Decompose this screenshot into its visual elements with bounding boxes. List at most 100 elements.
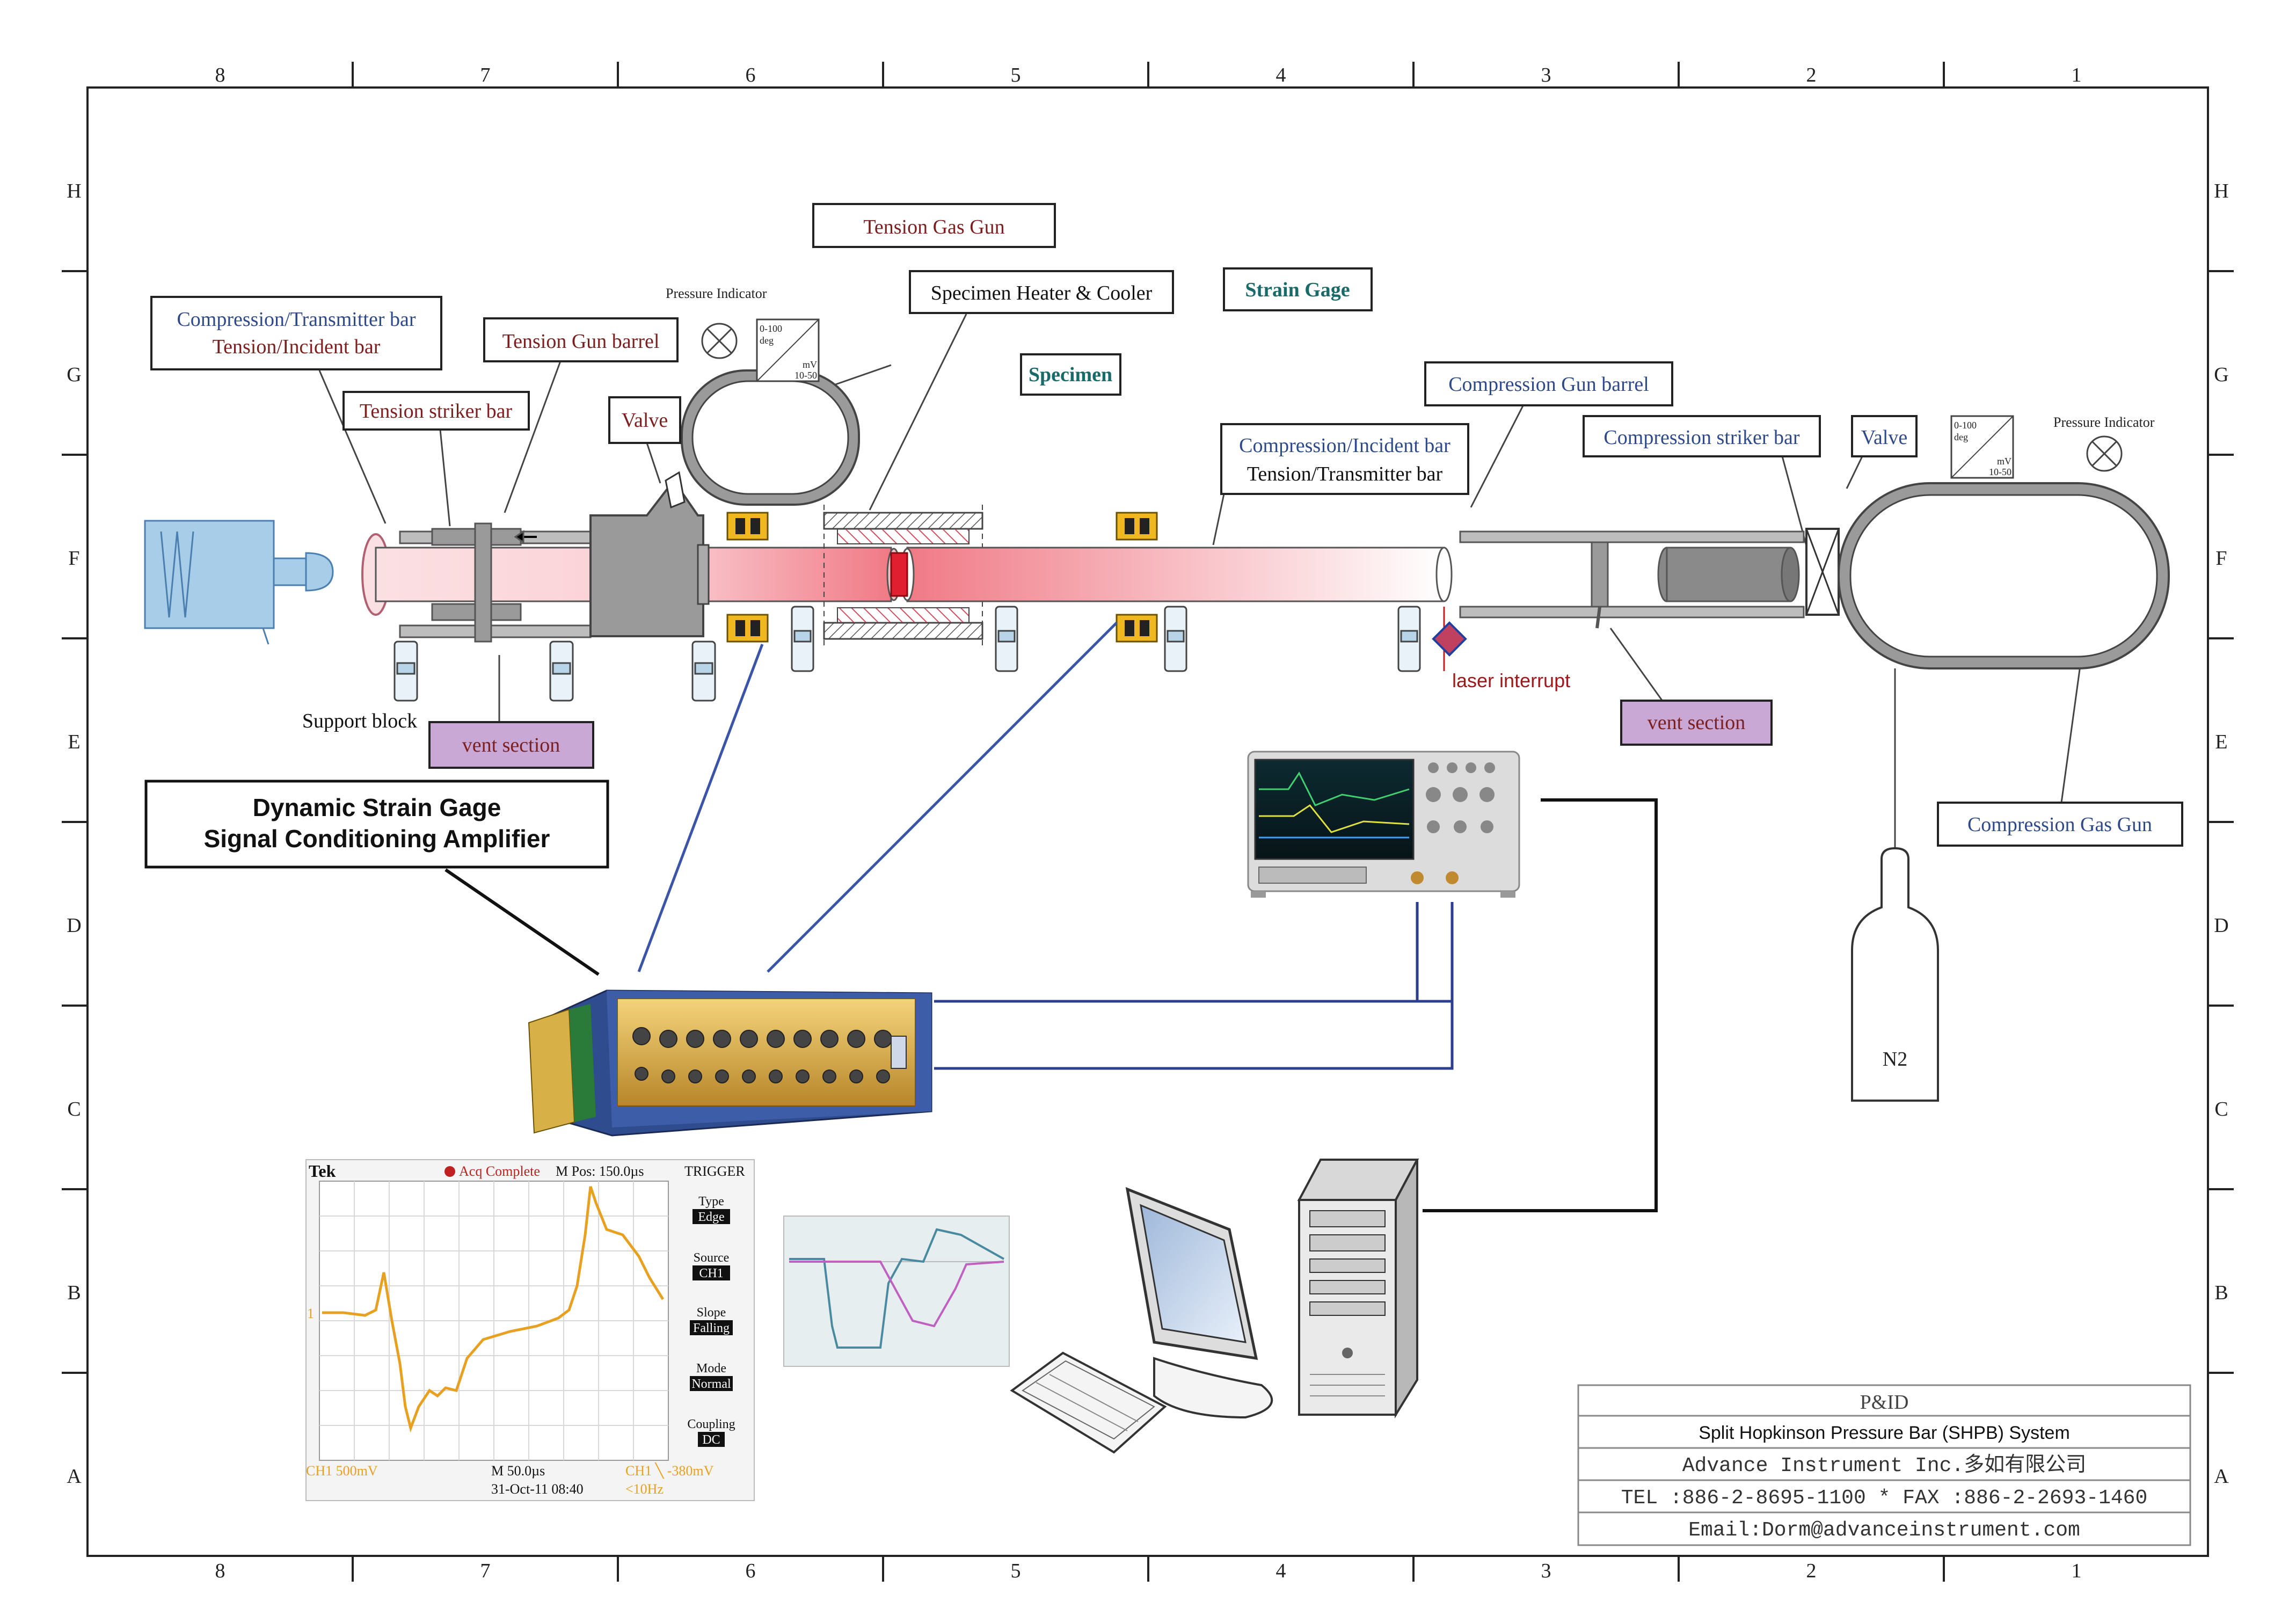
scope-trig-level: CH1 ╲ -380mV — [625, 1462, 714, 1479]
scope-menu-type-label: Type — [698, 1195, 724, 1209]
pressure-indicator-left-label: Pressure Indicator — [666, 286, 767, 301]
specimen-disc — [886, 548, 915, 601]
keyboard — [1010, 1351, 1167, 1454]
gauge-mv-left: mV — [803, 359, 817, 370]
scope-menu-slope-value: Falling — [693, 1321, 730, 1335]
col-label-top-2: 2 — [1806, 64, 1817, 86]
col-label-bottom-6: 6 — [746, 1560, 756, 1582]
scope-ch1-marker: 1 — [307, 1306, 314, 1321]
digital-oscilloscope — [1247, 751, 1520, 898]
support-blocks — [393, 606, 1421, 702]
support-block-4 — [791, 606, 814, 672]
gauge-range-left: 0-100 — [760, 323, 782, 334]
scope-menu-source-label: Source — [694, 1251, 730, 1265]
vent-boxes — [428, 700, 1773, 769]
valve-right-body — [1805, 528, 1840, 616]
col-label-top-7: 7 — [480, 64, 491, 86]
signal-conditioning-amplifier — [528, 989, 932, 1137]
col-label-bottom-3: 3 — [1541, 1560, 1551, 1582]
gauge-unit-right: deg — [1954, 432, 1968, 442]
row-label-right-g: G — [2214, 363, 2228, 386]
tension-incident-bar-label: Tension/Incident bar — [213, 336, 381, 358]
support-block-6 — [1164, 606, 1187, 672]
tower-pc — [1297, 1159, 1419, 1419]
monitor — [1125, 1187, 1273, 1419]
specimen-heater-cooler-label: Specimen Heater & Cooler — [931, 282, 1153, 304]
compression-gun-barrel-label: Compression Gun barrel — [1448, 373, 1649, 396]
scope-menu-source-value: CH1 — [699, 1267, 723, 1280]
strain-gage-4 — [1116, 614, 1158, 643]
tek-scope-capture: Tek Acq Complete M Pos: 150.0µs TRIGGER … — [305, 1159, 755, 1501]
support-block-7 — [1397, 606, 1421, 672]
compression-striker-bar-label: Compression striker bar — [1603, 426, 1800, 449]
drawing-frame: 8 7 6 5 4 3 2 1 8 7 6 5 4 3 2 1 H G F E … — [62, 62, 2234, 1582]
row-label-right-c: C — [2214, 1098, 2228, 1120]
bar-right-end — [1435, 547, 1453, 602]
pressure-indicator-right-label: Pressure Indicator — [2053, 414, 2155, 430]
col-label-bottom-4: 4 — [1276, 1560, 1286, 1582]
scope-menu-type-value: Edge — [698, 1210, 724, 1224]
scope-menu-coupling-label: Coupling — [687, 1417, 735, 1431]
title-block-phone: TEL :886-2-8695-1100 * FAX :886-2-2693-1… — [1621, 1487, 2148, 1510]
row-label-left-d: D — [67, 914, 81, 937]
title-block: P&ID Split Hopkinson Pressure Bar (SHPB)… — [1577, 1384, 2191, 1546]
strain-gage-2 — [726, 614, 769, 643]
row-label-right-e: E — [2215, 731, 2227, 753]
scope-menu-mode-label: Mode — [696, 1362, 726, 1375]
strain-gage-label: Strain Gage — [1245, 279, 1350, 301]
specimen-heater-cooler — [823, 505, 983, 647]
scope-ch1-scale: CH1 500mV — [306, 1463, 378, 1479]
col-label-bottom-1: 1 — [2072, 1560, 2082, 1582]
support-block-1 — [393, 641, 418, 702]
strain-gage-3 — [1116, 512, 1158, 541]
laser-interrupt-sensor — [1432, 607, 1467, 671]
support-block-5 — [995, 606, 1018, 672]
row-label-left-b: B — [67, 1282, 81, 1304]
vent-section-right-label: vent section — [1648, 711, 1746, 734]
leader-lines — [318, 314, 2081, 803]
col-label-top-1: 1 — [2072, 64, 2082, 86]
tension-gas-gun-tank — [681, 369, 860, 506]
gauge-mvrange-right: 10-50 — [1989, 467, 2011, 477]
tension-striker-bar-label: Tension striker bar — [360, 400, 513, 423]
tension-transmitter-bar-label: Tension/Transmitter bar — [1247, 463, 1443, 485]
scope-freq: <10Hz — [625, 1481, 664, 1497]
title-block-heading: P&ID — [1860, 1391, 1909, 1414]
compression-gas-gun-tank — [1838, 482, 2170, 854]
row-label-right-d: D — [2214, 914, 2228, 937]
specimen-label: Specimen — [1029, 363, 1112, 386]
support-block-label: Support block — [302, 710, 417, 732]
amplifier-leader — [444, 868, 600, 976]
pressure-indicator-left: 0-100 deg mV 10-50 Pressure Indicator — [666, 286, 820, 382]
row-label-left-a: A — [67, 1465, 82, 1488]
row-label-left-h: H — [67, 180, 81, 202]
title-block-system: Split Hopkinson Pressure Bar (SHPB) Syst… — [1699, 1423, 2070, 1443]
compression-transmitter-bar-label: Compression/Transmitter bar — [177, 308, 416, 331]
gauge-range-right: 0-100 — [1954, 420, 1977, 431]
row-label-left-g: G — [67, 363, 81, 386]
tension-gun-barrel — [399, 522, 592, 643]
row-label-left-f: F — [68, 547, 79, 570]
scope-trigger-title: TRIGGER — [684, 1163, 745, 1179]
amplifier-label-line2: Signal Conditioning Amplifier — [204, 825, 550, 853]
pressure-indicator-right: 0-100 deg mV 10-50 Pressure Indicator — [1950, 414, 2155, 479]
computer-workstation — [1010, 1159, 1419, 1454]
compression-gun-barrel — [1459, 530, 1805, 629]
support-block-2 — [549, 641, 574, 702]
col-label-bottom-5: 5 — [1011, 1560, 1021, 1582]
strain-gage-set — [726, 512, 1158, 643]
scope-trigger-menu: Type Edge Source CH1 Slope Falling Mode … — [687, 1195, 735, 1447]
col-label-top-8: 8 — [215, 64, 225, 86]
signal-wires — [637, 622, 1658, 1212]
row-label-right-h: H — [2214, 180, 2228, 202]
laser-interrupt-label: laser interrupt — [1452, 669, 1570, 692]
scope-menu-coupling-value: DC — [702, 1433, 720, 1447]
col-label-top-3: 3 — [1541, 64, 1551, 86]
scope-timebase: M 50.0µs — [491, 1463, 545, 1479]
support-block-3 — [691, 641, 716, 702]
scope-menu-mode-value: Normal — [691, 1377, 731, 1391]
gauge-unit-left: deg — [760, 335, 774, 346]
row-label-left-e: E — [68, 731, 80, 753]
scope-brand: Tek — [309, 1161, 336, 1181]
